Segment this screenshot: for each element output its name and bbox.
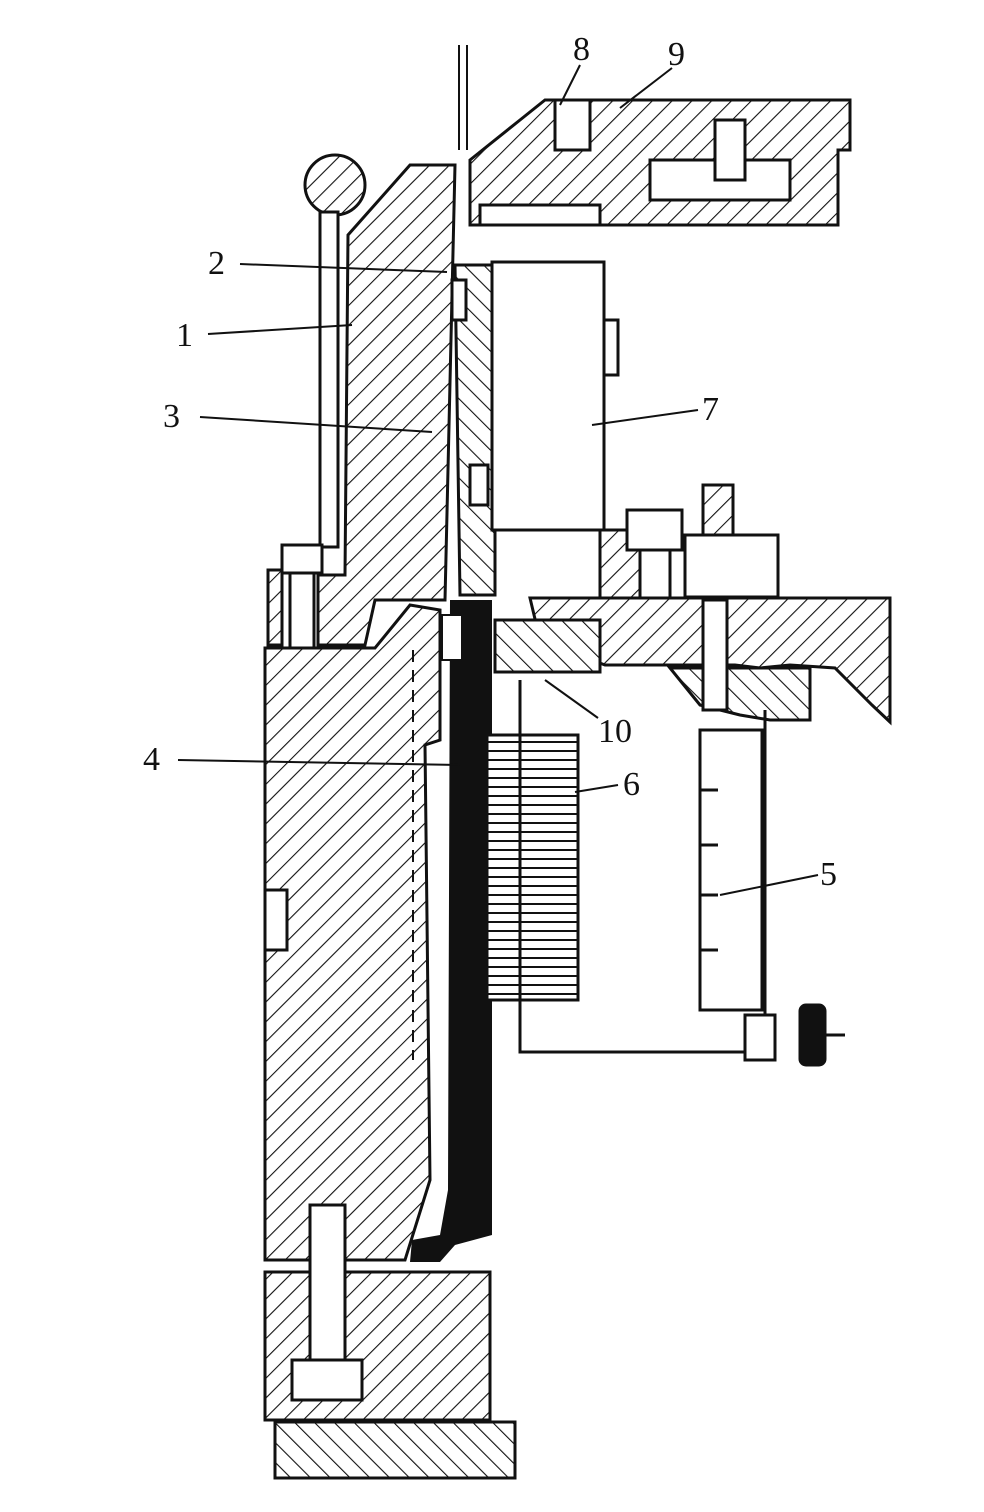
lower-left-recess: [263, 888, 289, 952]
label-3: 3: [163, 398, 180, 435]
label-10: 10: [598, 713, 632, 750]
part-6-gauge: [485, 733, 580, 1002]
part-7-block: [490, 260, 606, 532]
label-7: 7: [702, 391, 719, 428]
screw-9: [713, 118, 747, 182]
insert-slot: [468, 463, 490, 507]
top-wire: [458, 45, 468, 150]
label-2: 2: [208, 245, 225, 282]
part-5-scale: [698, 728, 764, 1012]
base-plate: [273, 1420, 517, 1480]
adjust-screw-body: [743, 1013, 777, 1062]
label-1: 1: [176, 317, 193, 354]
bottom-bolt-head: [290, 1358, 364, 1402]
part-3-insert: [453, 263, 497, 597]
knob-rod: [318, 210, 340, 549]
label-9: 9: [668, 36, 685, 73]
label-4: 4: [143, 741, 160, 778]
right-lower-lug: [666, 666, 812, 722]
adjust-knob: [798, 1003, 827, 1067]
label-6: 6: [623, 766, 640, 803]
label-5: 5: [820, 856, 837, 893]
part-1-body: [316, 163, 457, 647]
part-1-flange: [266, 568, 284, 647]
top-housing-slot: [478, 203, 602, 227]
bottom-bolt-shank: [308, 1203, 347, 1362]
clamp-block: [683, 533, 780, 599]
scale-ticks: [700, 788, 718, 952]
bolt-head-left: [625, 508, 684, 552]
blade-slot: [441, 614, 463, 661]
clamp-nut: [701, 483, 735, 537]
bolt-shank-right: [701, 598, 729, 712]
ball-knob: [303, 153, 367, 217]
leader-lines: [177, 64, 819, 896]
part-4-blade: [410, 600, 492, 1262]
screw-8: [553, 98, 592, 152]
part-10: [493, 618, 602, 674]
rod-screw-head: [280, 543, 324, 575]
label-8: 8: [573, 31, 590, 68]
part-2-slot: [450, 278, 468, 322]
part-7-tab: [602, 318, 620, 377]
